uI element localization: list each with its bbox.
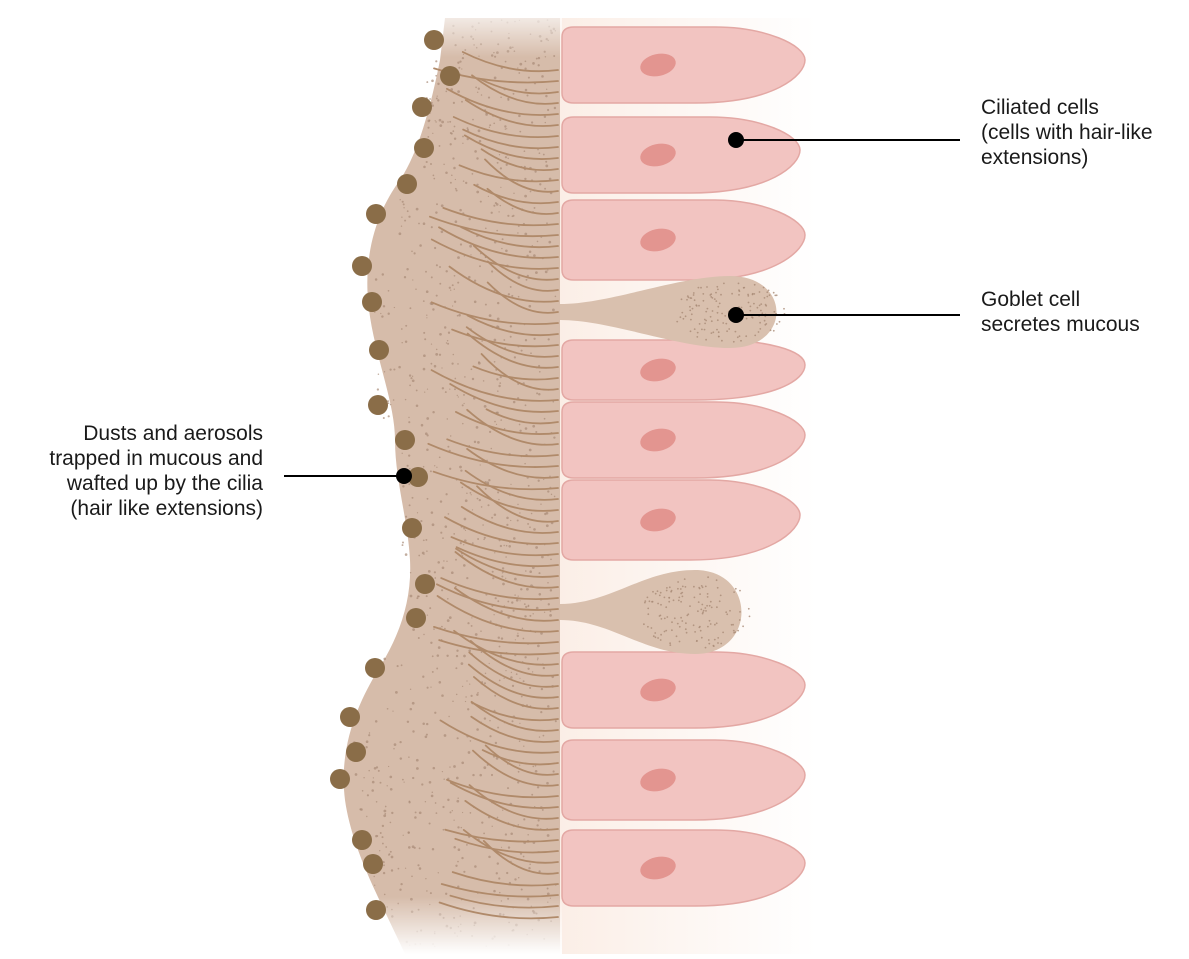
dust-aerosols-label-line-4: (hair like extensions): [49, 496, 263, 521]
ciliated-cell-6: [562, 480, 800, 560]
dust-particle-13: [402, 518, 422, 538]
ciliated-cell-9: [562, 830, 805, 906]
dust-particle-2: [440, 66, 460, 86]
dust-aerosols-label-line-3: wafted up by the cilia: [49, 471, 263, 496]
dust-particle-5: [397, 174, 417, 194]
dust-particle-9: [369, 340, 389, 360]
goblet-cell-label: Goblet cell secretes mucous: [981, 287, 1140, 337]
dust-particle-14: [415, 574, 435, 594]
ciliated-cell-8: [562, 740, 805, 820]
dust-particle-15: [406, 608, 426, 628]
dust-particle-4: [414, 138, 434, 158]
ciliated-cells-label-line-3: extensions): [981, 145, 1153, 170]
goblet-cell-label-line-1: Goblet cell: [981, 287, 1140, 312]
dust-particle-16: [365, 658, 385, 678]
dust-aerosols-label-line-2: trapped in mucous and: [49, 446, 263, 471]
dust-aerosols-label-line-1: Dusts and aerosols: [49, 421, 263, 446]
ciliated-cell-5: [562, 402, 805, 478]
dust-particle-18: [346, 742, 366, 762]
dust-particle-11: [395, 430, 415, 450]
ciliated-cell-2: [562, 117, 800, 193]
dust-particle-10: [368, 395, 388, 415]
ciliated-cell-4: [562, 340, 805, 400]
dust-aerosols-label: Dusts and aerosols trapped in mucous and…: [49, 421, 263, 521]
dust-particle-20: [352, 830, 372, 850]
goblet-cell-label-line-2: secretes mucous: [981, 312, 1140, 337]
dust-particle-1: [424, 30, 444, 50]
ciliated-cell-3: [562, 200, 805, 280]
dust-particle-17: [340, 707, 360, 727]
ciliated-cell-7: [562, 652, 805, 728]
ciliated-cells-label: Ciliated cells (cells with hair-like ext…: [981, 95, 1153, 170]
dust-particle-21: [363, 854, 383, 874]
dust-particle-19: [330, 769, 350, 789]
dust-particle-22: [366, 900, 386, 920]
ciliated-cell-1: [562, 27, 805, 103]
ciliated-cells-label-line-2: (cells with hair-like: [981, 120, 1153, 145]
dust-particle-3: [412, 97, 432, 117]
dust-particle-6: [366, 204, 386, 224]
ciliated-cells-label-line-1: Ciliated cells: [981, 95, 1153, 120]
dust-particle-7: [352, 256, 372, 276]
dust-particle-8: [362, 292, 382, 312]
